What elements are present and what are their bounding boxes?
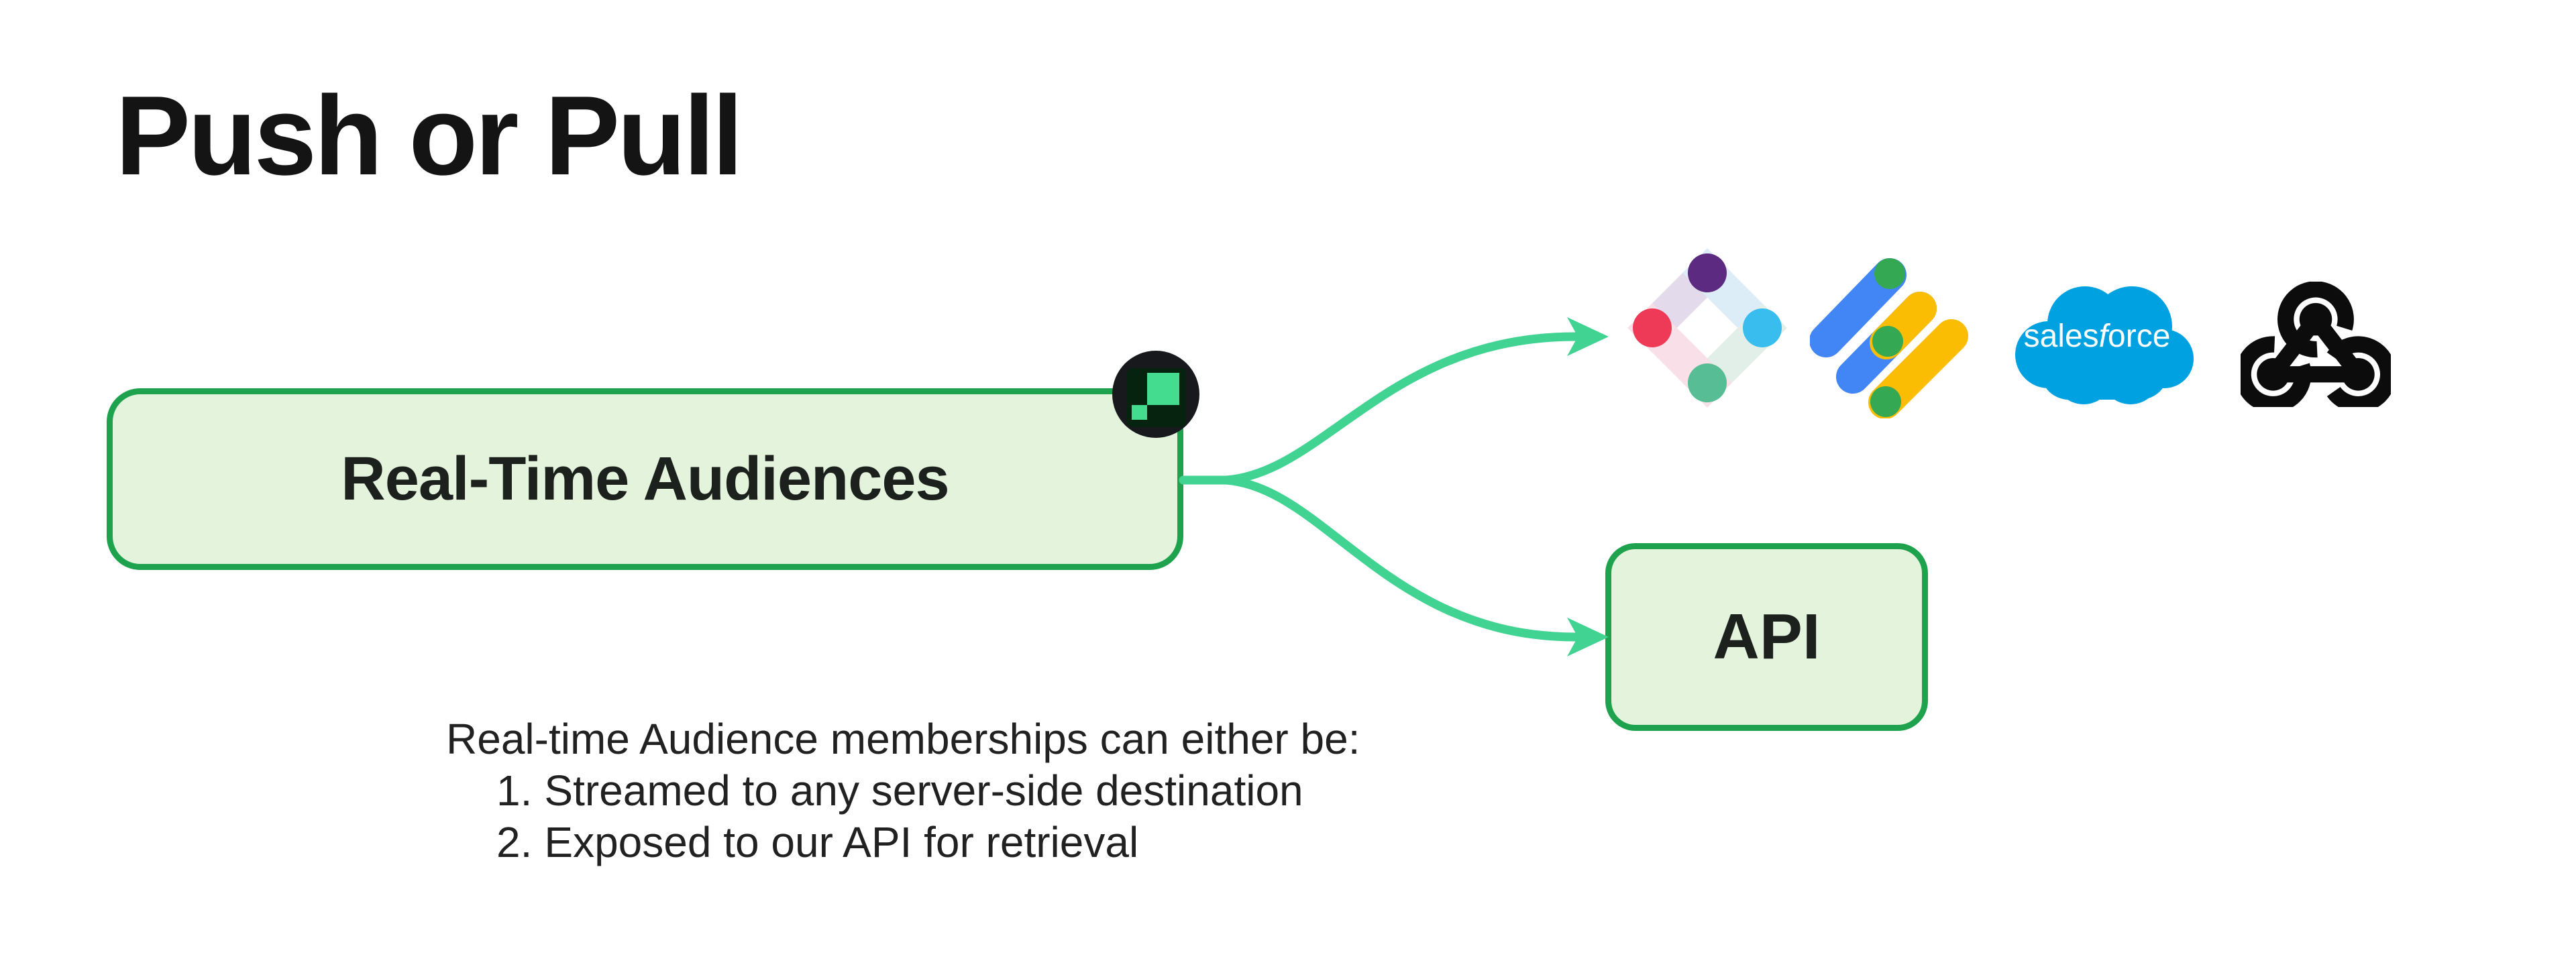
google-ad-manager-logo: [1810, 258, 1968, 418]
badge-square-large: [1147, 373, 1179, 405]
api-box: API: [1605, 543, 1928, 731]
arrowhead-api: [1567, 618, 1609, 656]
api-label: API: [1713, 601, 1821, 673]
iterable-logo: [1627, 248, 1787, 408]
iterable-dot-teal: [1688, 363, 1727, 402]
salesforce-wordmark: salesforce: [2024, 319, 2171, 354]
iterable-dot-red: [1633, 308, 1672, 347]
notes-item-1-text: Streamed to any server-side destination: [544, 766, 1303, 815]
real-time-audiences-box: Real-Time Audiences: [107, 388, 1183, 570]
arrowhead-destinations: [1567, 317, 1609, 356]
iterable-dot-purple: [1688, 253, 1727, 292]
notes-item-2: 2.Exposed to our API for retrieval: [446, 817, 1360, 868]
iterable-dot-blue: [1743, 308, 1782, 347]
notes-intro: Real-time Audience memberships can eithe…: [446, 715, 1360, 763]
notes-item-1: 1.Streamed to any server-side destinatio…: [446, 765, 1360, 817]
arrow-to-destinations: [1222, 332, 1580, 485]
badge-square-small: [1132, 405, 1147, 420]
badge-panel: [1127, 368, 1186, 427]
real-time-audiences-label: Real-Time Audiences: [341, 445, 949, 513]
realtime-audiences-badge-icon: [1112, 351, 1199, 438]
salesforce-logo: salesforce: [2015, 286, 2194, 404]
notes-item-2-number: 2.: [496, 818, 533, 866]
notes-block: Real-time Audience memberships can eithe…: [446, 713, 1360, 868]
page-title: Push or Pull: [115, 72, 743, 198]
notes-item-1-number: 1.: [496, 766, 533, 815]
notes-item-2-text: Exposed to our API for retrieval: [544, 818, 1139, 866]
webhook-icon: [2241, 282, 2391, 407]
arrow-to-api: [1222, 475, 1580, 642]
